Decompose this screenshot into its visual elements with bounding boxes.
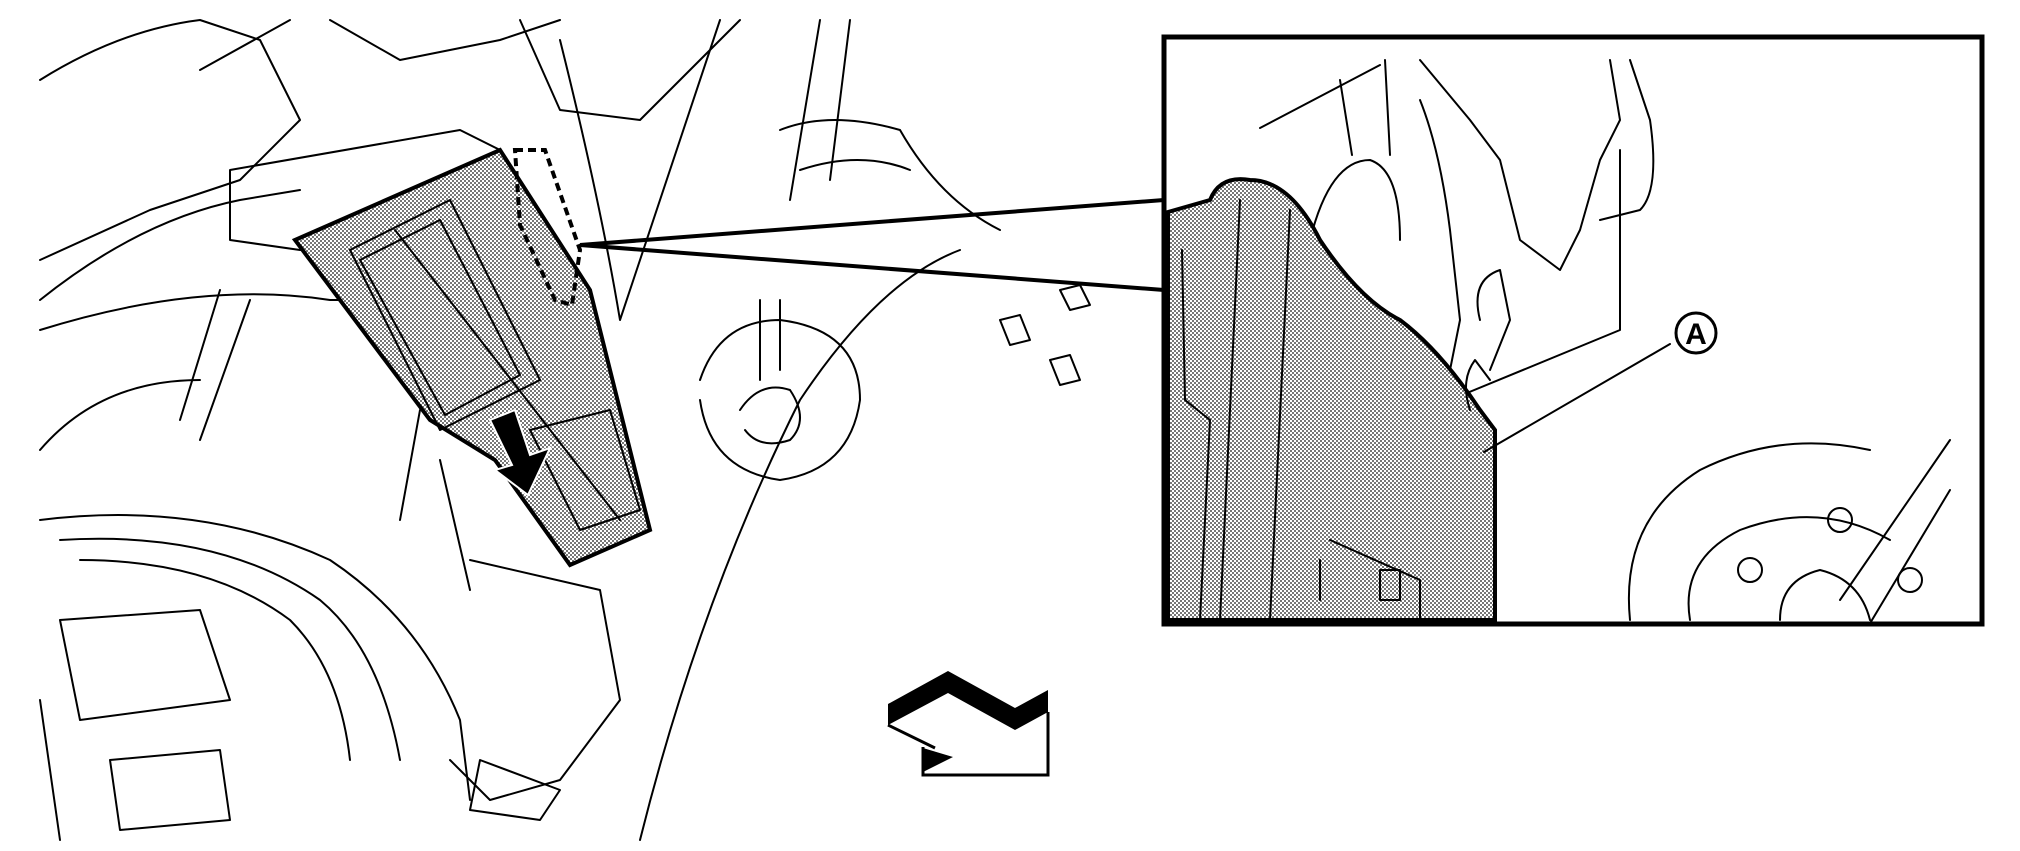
detail-inset: A xyxy=(1161,34,1985,627)
removal-arrow-icon xyxy=(488,408,552,497)
callout-a-label: A xyxy=(1685,318,1707,351)
vehicle-structure-lines xyxy=(39,19,1091,841)
control-unit xyxy=(291,147,653,568)
callout-a-marker xyxy=(1674,311,1718,355)
front-view-direction-icon xyxy=(887,671,1050,777)
connector-dashed-outline xyxy=(512,148,583,308)
callout-leader-lines xyxy=(579,198,1165,292)
